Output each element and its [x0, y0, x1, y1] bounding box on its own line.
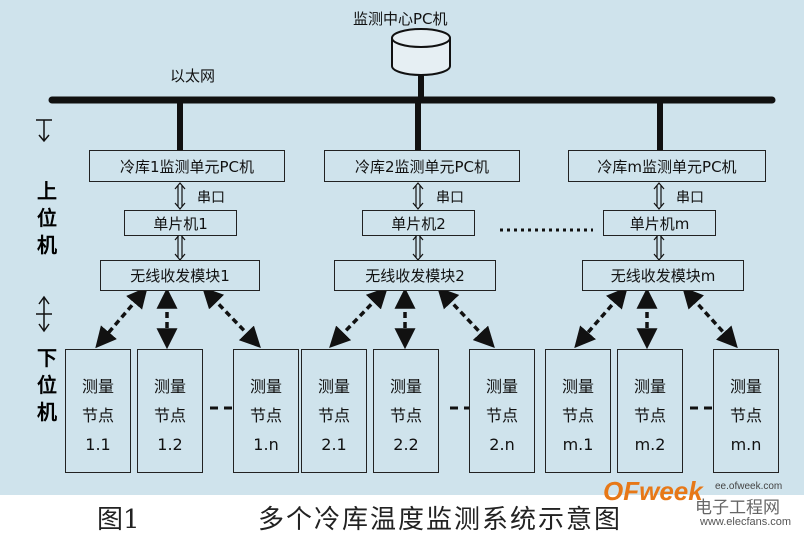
- unit-pc-1: 冷库1监测单元PC机: [89, 150, 285, 182]
- level-markers: [36, 119, 52, 333]
- connector-layer: [36, 28, 776, 410]
- ethernet-label: 以太网: [170, 67, 216, 85]
- mcu-2: 单片机2: [362, 210, 475, 236]
- unit-pc-2: 冷库2监测单元PC机: [324, 150, 520, 182]
- serial-label-m: 串口: [676, 190, 704, 206]
- serial-label-2: 串口: [436, 190, 464, 206]
- mcu-m: 单片机m: [603, 210, 716, 236]
- radio-module-2: 无线收发模块2: [334, 260, 496, 291]
- database-icon: [391, 28, 451, 76]
- mcu-1: 单片机1: [124, 210, 237, 236]
- brand-watermark: OFweek: [603, 476, 703, 506]
- radio-module-1: 无线收发模块1: [100, 260, 260, 291]
- figure-number: 图1: [97, 505, 140, 535]
- wireless-links: [95, 286, 738, 350]
- figure-caption: 图1 多个冷库温度监测系统示意图: [0, 497, 804, 537]
- unit-pc-m: 冷库m监测单元PC机: [568, 150, 766, 182]
- site-watermark: ee.ofweek.com: [715, 481, 783, 492]
- cn-watermark: 电子工程网: [695, 498, 780, 517]
- lower-level-label: 下 位 机: [37, 346, 57, 424]
- serial-label-1: 串口: [197, 190, 225, 206]
- center-pc-label: 监测中心PC机: [353, 10, 448, 28]
- site2-watermark: www.elecfans.com: [700, 516, 792, 528]
- double-arrows: [174, 182, 665, 261]
- figure-title: 多个冷库温度监测系统示意图: [258, 505, 623, 535]
- radio-module-m: 无线收发模块m: [582, 260, 744, 291]
- upper-level-label: 上 位 机: [37, 179, 57, 257]
